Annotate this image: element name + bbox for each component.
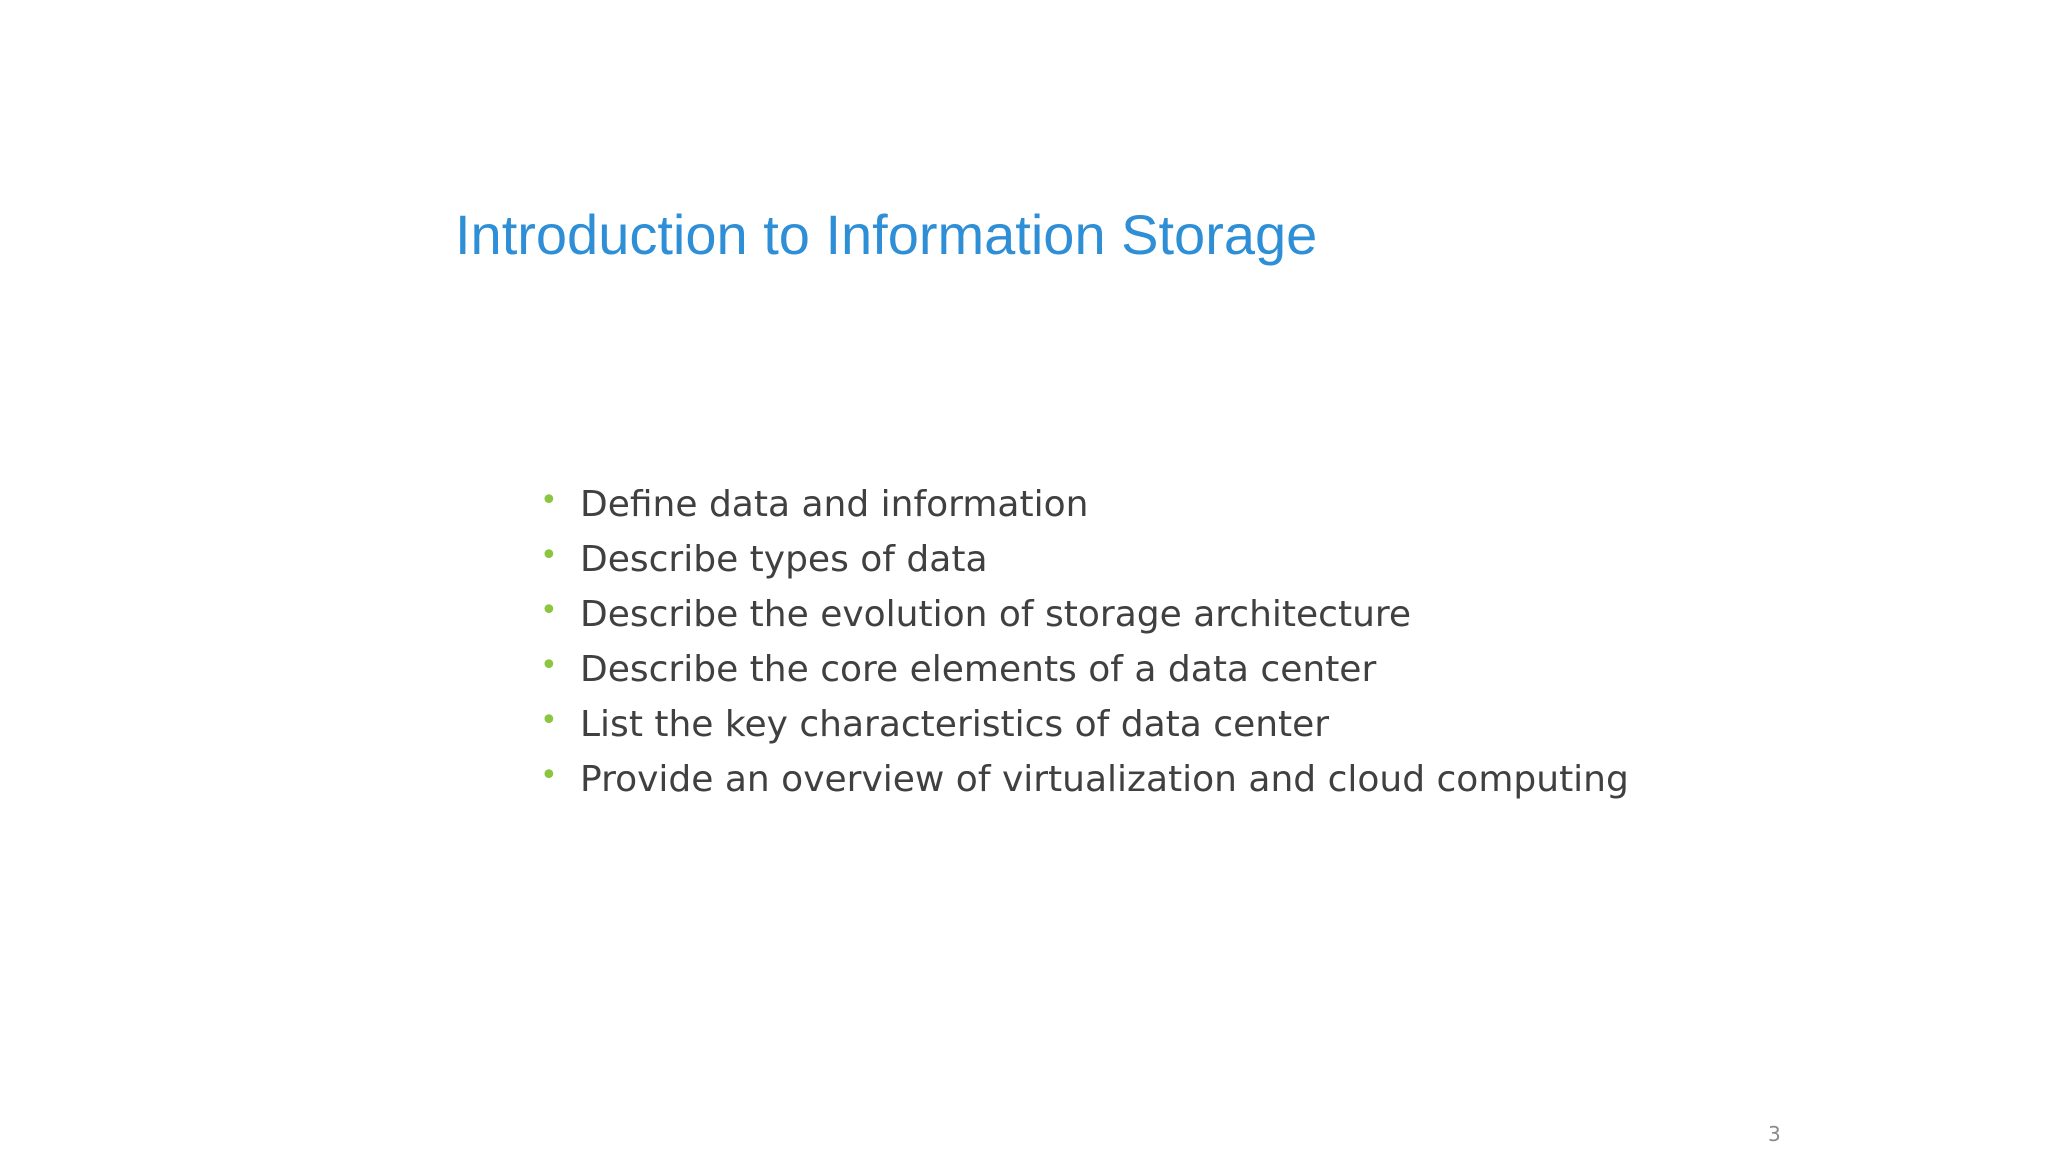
list-item: • Describe the evolution of storage arch… — [540, 587, 1629, 642]
bullet-dot-icon: • — [540, 483, 558, 518]
list-item: • List the key characteristics of data c… — [540, 697, 1629, 752]
list-item: • Provide an overview of virtualization … — [540, 752, 1629, 807]
list-item: • Describe types of data — [540, 532, 1629, 587]
list-item-text: List the key characteristics of data cen… — [580, 704, 1330, 745]
list-item-text: Describe types of data — [580, 539, 988, 580]
objectives-list: • Define data and information • Describe… — [540, 477, 1629, 807]
bullet-dot-icon: • — [540, 648, 558, 683]
list-item-text: Describe the evolution of storage archit… — [580, 594, 1412, 635]
page-number: 3 — [1768, 1122, 1781, 1146]
bullet-dot-icon: • — [540, 758, 558, 793]
list-item-text: Define data and information — [580, 484, 1089, 525]
bullet-dot-icon: • — [540, 703, 558, 738]
list-item: • Describe the core elements of a data c… — [540, 642, 1629, 697]
list-item: • Define data and information — [540, 477, 1629, 532]
bullet-dot-icon: • — [540, 538, 558, 573]
bullet-dot-icon: • — [540, 593, 558, 628]
list-item-text: Describe the core elements of a data cen… — [580, 649, 1377, 690]
slide-title: Introduction to Information Storage — [455, 203, 1318, 266]
list-item-text: Provide an overview of virtualization an… — [580, 759, 1629, 800]
